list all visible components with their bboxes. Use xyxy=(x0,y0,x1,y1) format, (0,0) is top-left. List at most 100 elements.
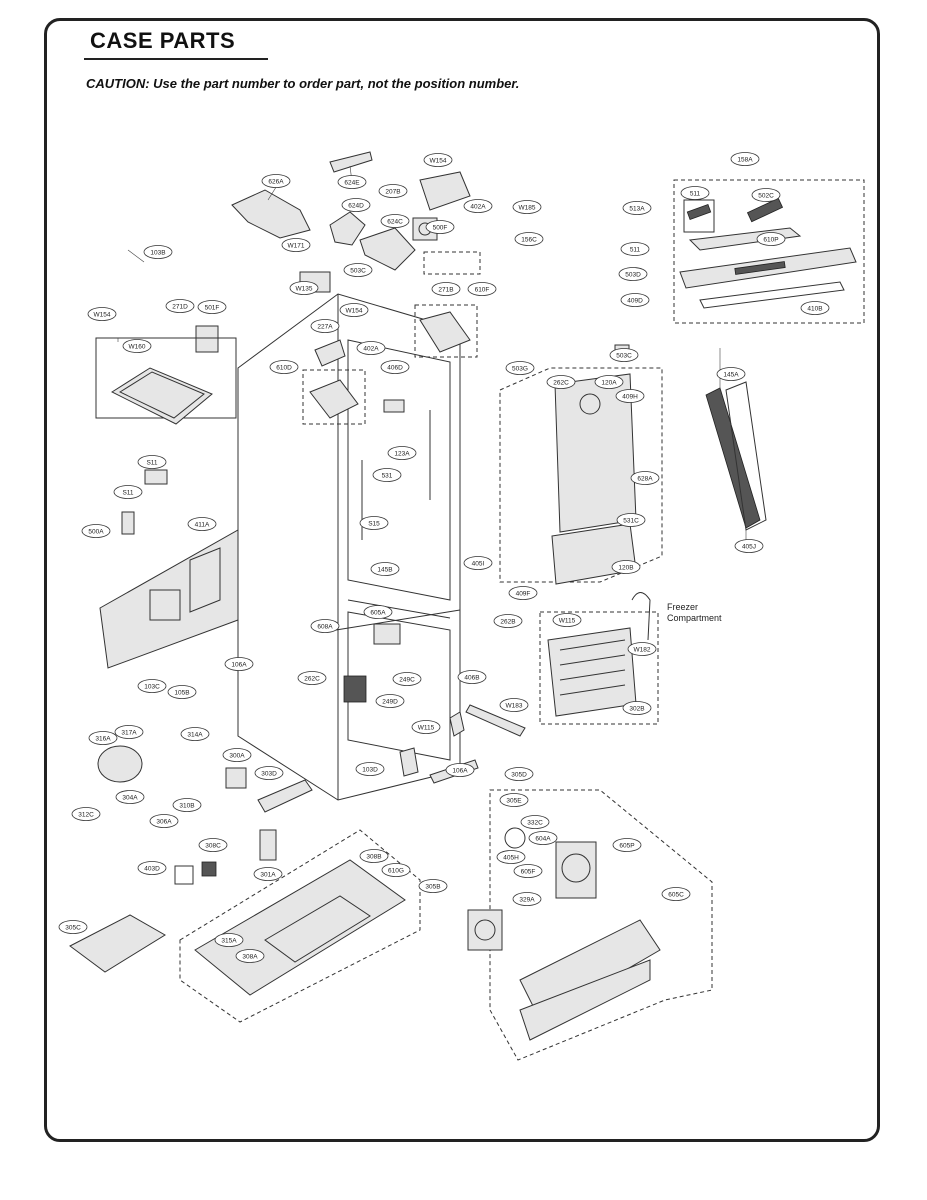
part-label-text: 610F xyxy=(475,286,490,293)
part-label-bubble: 305E xyxy=(499,793,529,807)
part-label-bubble: 402A xyxy=(463,199,493,213)
dashed-group-cover xyxy=(423,251,481,275)
dashed-group-501f xyxy=(95,337,237,419)
part-label-bubble: W154 xyxy=(87,307,117,321)
part-label-text: 409D xyxy=(627,297,643,304)
part-301a xyxy=(201,861,217,877)
part-label-bubble: 306A xyxy=(149,814,179,828)
part-label-bubble: 207B xyxy=(378,184,408,198)
part-label-bubble: 406B xyxy=(457,670,487,684)
part-label-text: 305B xyxy=(425,883,440,890)
part-411a xyxy=(121,511,135,535)
part-label-bubble: 502C xyxy=(751,188,781,202)
part-249d xyxy=(343,675,367,703)
part-label-bubble: 314A xyxy=(180,727,210,741)
part-label-bubble: 409F xyxy=(508,586,538,600)
part-106a xyxy=(399,747,419,777)
part-label-text: 120A xyxy=(601,379,617,386)
part-406b xyxy=(373,623,401,645)
part-label-bubble: 608A xyxy=(310,619,340,633)
part-label-bubble: 106A xyxy=(224,657,254,671)
part-label-bubble: 500A xyxy=(81,524,111,538)
part-label-bubble: 262B xyxy=(493,614,523,628)
part-label-bubble: W154 xyxy=(423,153,453,167)
part-label-bubble: 332C xyxy=(520,815,550,829)
part-label-text: 411A xyxy=(195,521,210,528)
part-624e xyxy=(329,151,373,173)
part-label-text: 249D xyxy=(382,698,398,705)
dashed-group-120a xyxy=(499,367,663,583)
part-label-bubble: 605A xyxy=(363,605,393,619)
part-label-bubble: 511 xyxy=(620,242,650,256)
part-label-text: 531C xyxy=(623,517,639,524)
part-icemaker-motor xyxy=(561,853,591,883)
part-626a xyxy=(231,189,311,239)
part-605a-wire xyxy=(631,592,651,641)
part-label-text: 605P xyxy=(619,842,634,849)
page-frame xyxy=(44,18,880,1142)
part-label-bubble: 604A xyxy=(528,831,558,845)
part-label-bubble: 123A xyxy=(387,446,417,460)
part-label-bubble: W135 xyxy=(289,281,319,295)
part-label-text: 405H xyxy=(503,854,519,861)
part-label-text: 315A xyxy=(221,937,237,944)
part-407a xyxy=(467,909,503,951)
part-624c xyxy=(359,227,416,271)
part-label-bubble: 503C xyxy=(609,348,639,362)
part-label-bubble: 312C xyxy=(71,807,101,821)
part-label-bubble: 624C xyxy=(380,214,410,228)
part-label-text: 403D xyxy=(144,865,160,872)
part-405j-heater xyxy=(705,387,761,529)
part-308b xyxy=(174,865,194,885)
part-label-text: 103D xyxy=(362,766,378,773)
part-label-bubble: 405H xyxy=(496,850,526,864)
part-label-text: 409H xyxy=(622,393,638,400)
part-label-bubble: 628A xyxy=(630,471,660,485)
part-label-bubble: 262C xyxy=(297,671,327,685)
part-label-bubble: 145A xyxy=(716,367,746,381)
part-label-text: 410B xyxy=(807,305,822,312)
part-label-text: 106A xyxy=(452,767,468,774)
part-label-bubble: 106A xyxy=(445,763,475,777)
part-531-inner xyxy=(118,371,205,419)
part-531-glass-shelf xyxy=(110,367,213,425)
part-628a-fan xyxy=(579,393,601,415)
part-label-text: 312C xyxy=(78,811,94,818)
part-label-bubble: 156C xyxy=(514,232,544,246)
part-407a-dial xyxy=(474,919,496,941)
part-610g xyxy=(259,829,277,861)
part-label-bubble: 310B xyxy=(172,798,202,812)
dashed-group-502c xyxy=(673,179,865,324)
part-label-bubble: W183 xyxy=(499,698,529,712)
part-610p-connector xyxy=(686,203,712,221)
part-label-text: 300A xyxy=(229,752,245,759)
part-label-bubble: 103D xyxy=(355,762,385,776)
part-label-text: 332C xyxy=(527,819,543,826)
part-label-bubble: W160 xyxy=(122,339,152,353)
part-305d-tray xyxy=(264,895,371,963)
part-label-text: W154 xyxy=(346,307,363,314)
part-label-text: 329A xyxy=(519,896,535,903)
part-405h xyxy=(504,827,526,849)
part-label-text: 304A xyxy=(122,794,138,801)
part-label-text: 608A xyxy=(317,623,333,630)
part-410b-connector xyxy=(746,197,784,223)
part-label-text: W160 xyxy=(129,343,146,350)
part-label-text: 156C xyxy=(521,236,537,243)
part-label-bubble: 610G xyxy=(381,863,411,877)
part-312c xyxy=(257,779,313,813)
part-120b xyxy=(551,523,637,585)
part-label-text: 513A xyxy=(629,205,645,212)
part-label-bubble: 624D xyxy=(341,198,371,212)
part-label-text: 610G xyxy=(388,867,404,874)
part-label-text: 207B xyxy=(385,188,400,195)
part-610p xyxy=(683,199,715,233)
part-123a xyxy=(195,325,219,353)
leader-w135 xyxy=(127,249,145,263)
part-label-text: 610D xyxy=(276,364,292,371)
part-label-bubble: 305B xyxy=(418,879,448,893)
part-608a-fin-2 xyxy=(559,654,626,666)
part-271b-hinge xyxy=(419,311,471,353)
cabinet-divider xyxy=(347,599,451,619)
dashed-group-271b xyxy=(414,304,478,358)
